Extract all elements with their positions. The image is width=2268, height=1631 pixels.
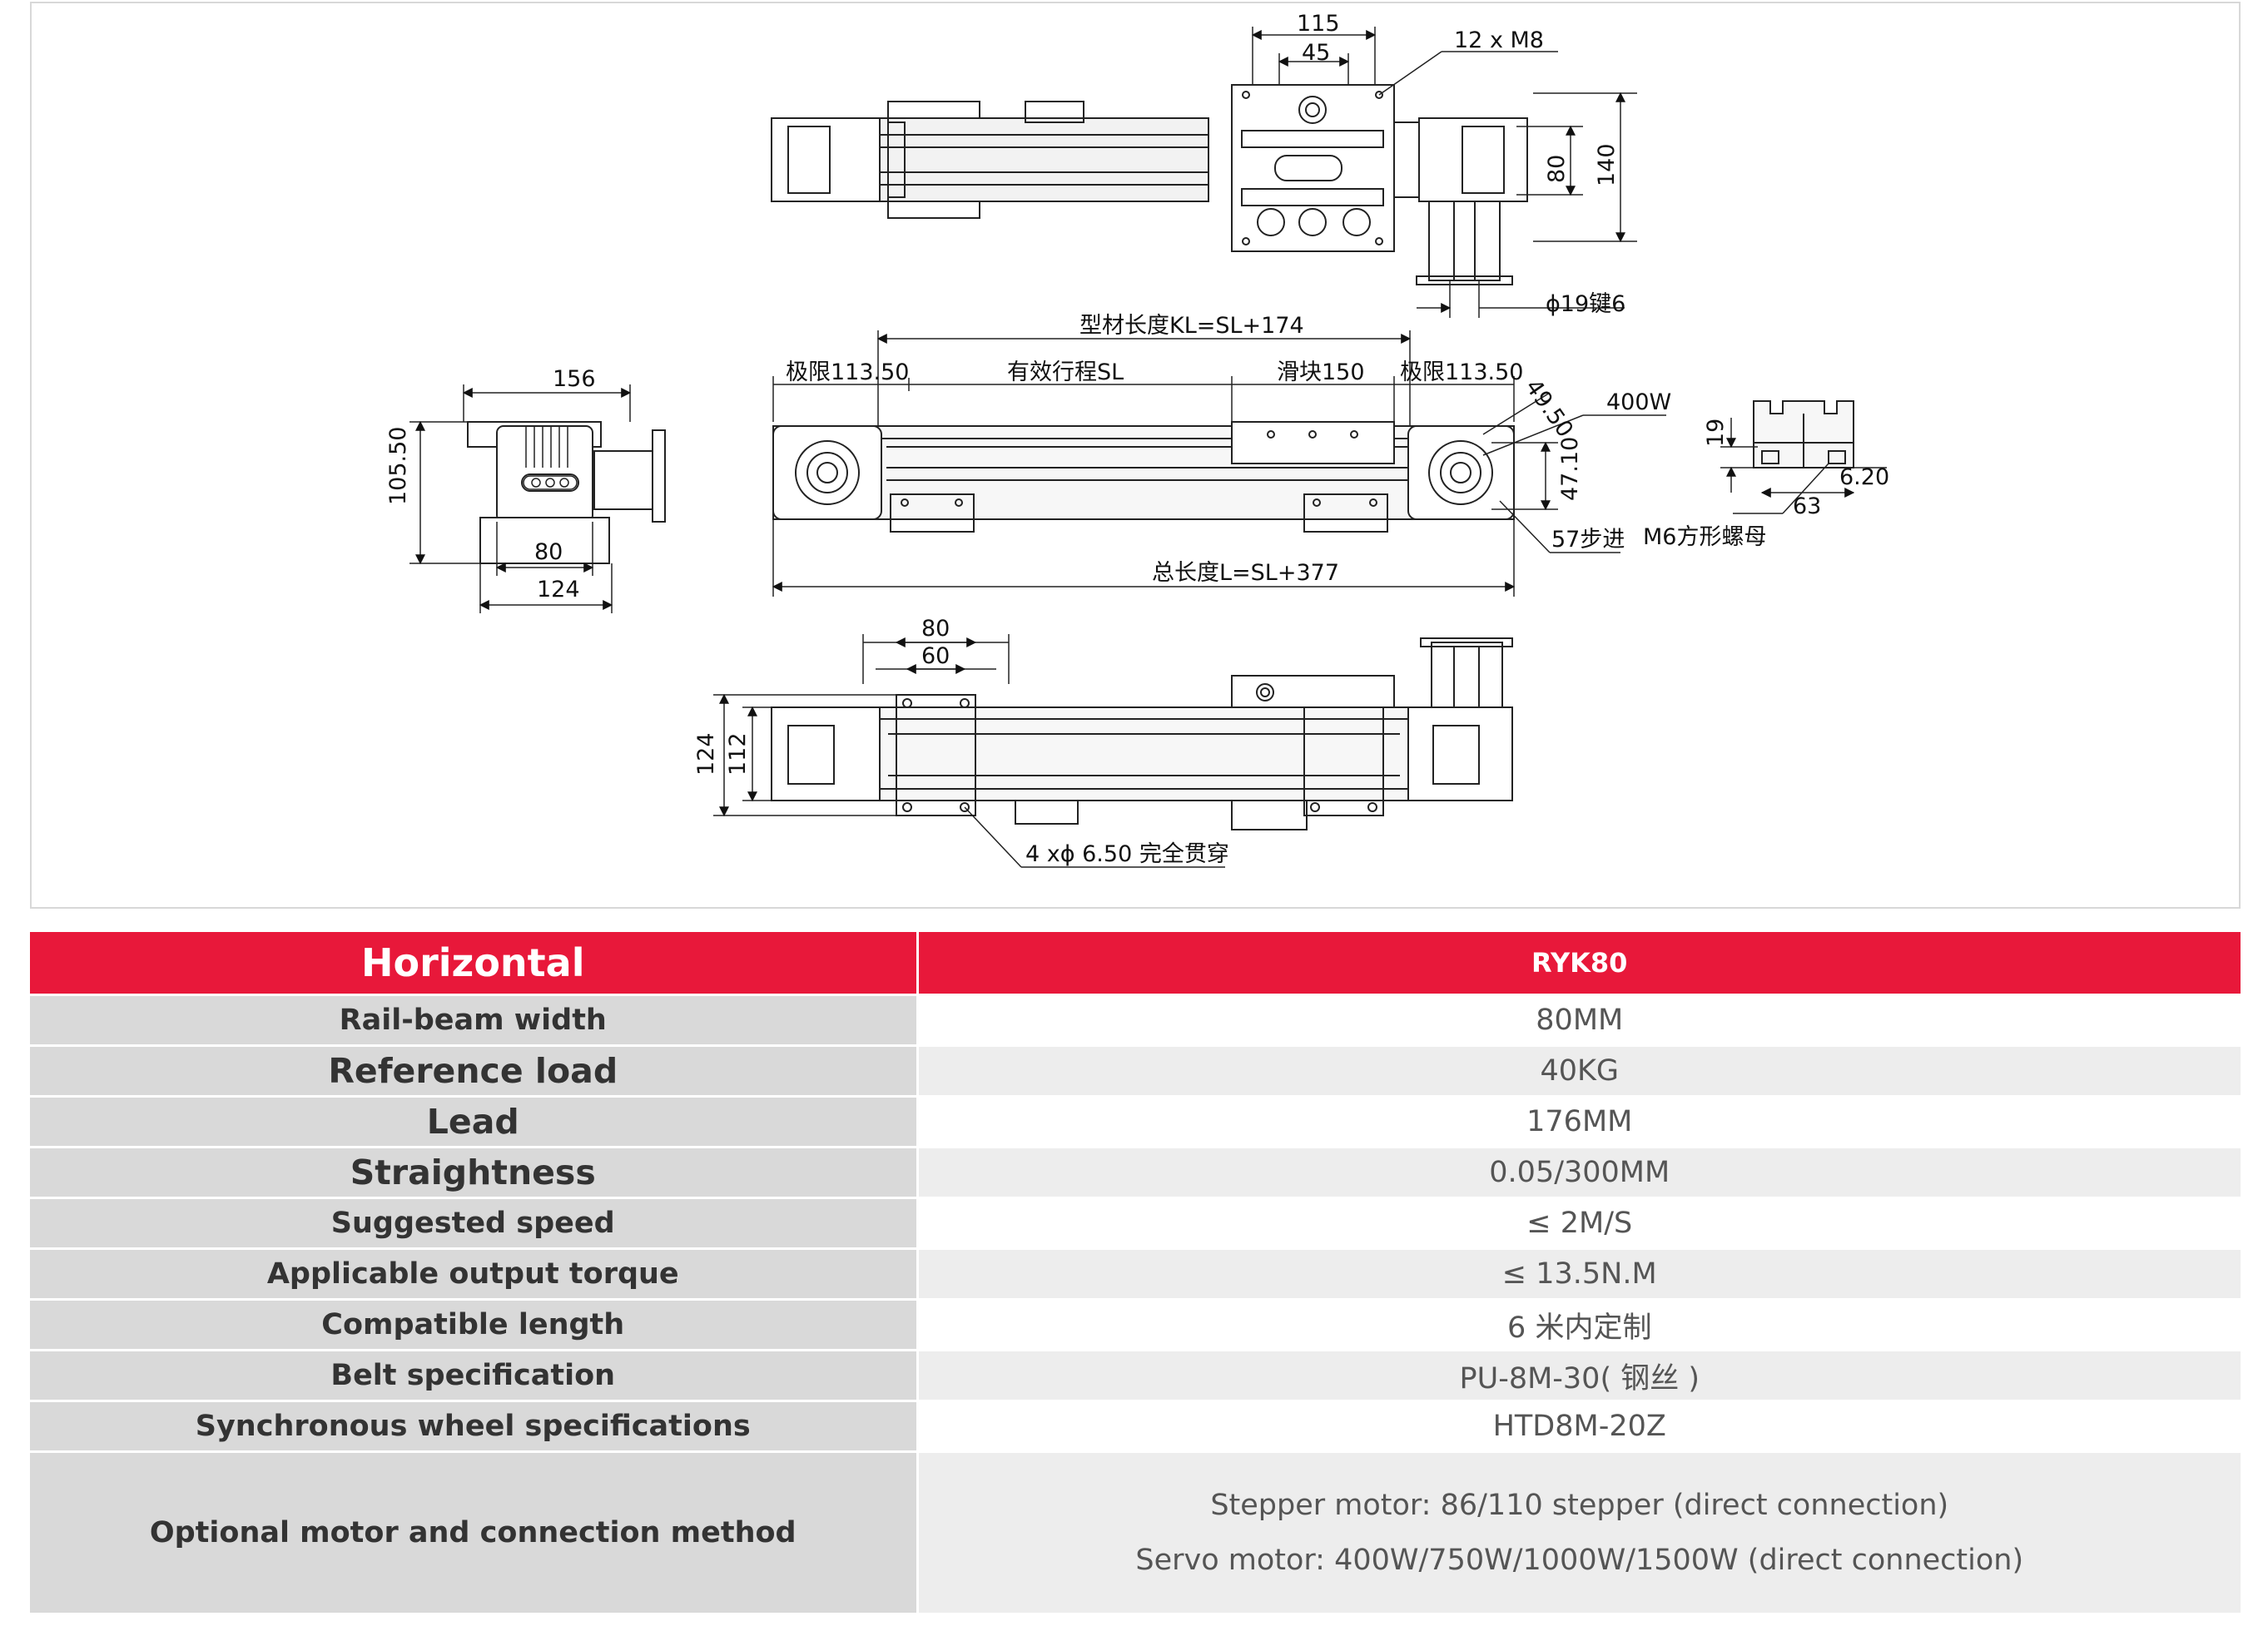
row-label: Suggested speed xyxy=(30,1197,919,1250)
row-label: Compatible length xyxy=(30,1299,919,1351)
table-row: Lead 176MM xyxy=(30,1096,2241,1148)
row-value: 80MM xyxy=(917,994,2241,1047)
table-row: Synchronous wheel specifications HTD8M-2… xyxy=(30,1400,2241,1453)
dim-nut: M6方形螺母 xyxy=(1643,524,1766,550)
dim-top-140: 140 xyxy=(1594,143,1620,186)
dim-end-124: 124 xyxy=(537,577,580,602)
row-value: HTD8M-20Z xyxy=(917,1400,2241,1453)
dim-stroke: 有效行程SL xyxy=(1007,359,1124,385)
table-row: Reference load 40KG xyxy=(30,1045,2241,1098)
profile-section xyxy=(1753,400,1854,468)
row-label: Rail-beam width xyxy=(30,994,919,1047)
row-label: Lead xyxy=(30,1096,919,1148)
ryk-logo xyxy=(523,475,578,490)
dim-limit-left: 极限113.50 xyxy=(786,359,909,385)
header-model: RYK80 xyxy=(917,932,2241,996)
row-value: 0.05/300MM xyxy=(917,1147,2241,1199)
header-horizontal: Horizontal xyxy=(30,932,919,996)
table-row-motor: Optional motor and connection method Ste… xyxy=(30,1451,2241,1615)
motor-servo-line: Servo motor: 400W/750W/1000W/1500W (dire… xyxy=(1135,1544,2024,1577)
dim-slider: 滑块150 xyxy=(1277,359,1365,385)
dim-top-115: 115 xyxy=(1297,11,1340,37)
top-view-dimensions xyxy=(1251,27,1637,318)
dim-limit-right: 极限113.50 xyxy=(1400,359,1523,385)
dim-stepper: 57步进 xyxy=(1551,527,1625,553)
row-value: 6 米内定制 xyxy=(917,1299,2241,1351)
end-view-dimensions xyxy=(409,384,632,613)
bottom-view xyxy=(771,637,1513,830)
technical-drawing: 115 45 12 x M8 80 140 ϕ19键6 型材长度KL=SL+17… xyxy=(30,2,2241,909)
row-label: Applicable output torque xyxy=(30,1248,919,1301)
motor-value: Stepper motor: 86/110 stepper (direct co… xyxy=(917,1451,2241,1615)
bottom-view-dimensions xyxy=(713,634,1225,868)
dim-top-shaft: ϕ19键6 xyxy=(1546,291,1625,317)
motor-stepper-line: Stepper motor: 86/110 stepper (direct co… xyxy=(1210,1489,1949,1522)
dim-prof-63: 63 xyxy=(1793,493,1821,519)
row-label: Belt specification xyxy=(30,1350,919,1402)
dim-top-45: 45 xyxy=(1302,40,1330,66)
dim-bot-124: 124 xyxy=(693,732,719,776)
spec-table: Horizontal RYK80 Rail-beam width 80MM Re… xyxy=(30,932,2241,1615)
drawing-svg: 115 45 12 x M8 80 140 ϕ19键6 型材长度KL=SL+17… xyxy=(385,11,1889,868)
dim-top-80: 80 xyxy=(1544,155,1570,183)
dim-prof-620: 6.20 xyxy=(1839,464,1889,490)
row-label: Straightness xyxy=(30,1147,919,1199)
dim-end-156: 156 xyxy=(553,366,596,392)
dim-end-80: 80 xyxy=(534,539,563,565)
row-label: Reference load xyxy=(30,1045,919,1098)
table-row: Belt specification PU-8M-30( 钢丝 ) xyxy=(30,1350,2241,1402)
dim-49: 49.50 xyxy=(1520,374,1578,442)
end-view xyxy=(467,421,666,564)
table-header: Horizontal RYK80 xyxy=(30,932,2241,996)
row-label: Synchronous wheel specifications xyxy=(30,1400,919,1453)
profile-dimensions xyxy=(1720,418,1887,514)
front-view xyxy=(772,421,1515,533)
row-value: 40KG xyxy=(917,1045,2241,1098)
dim-kl: 型材长度KL=SL+174 xyxy=(1079,313,1304,339)
dim-47: 47.10 xyxy=(1557,437,1583,501)
dim-prof-19: 19 xyxy=(1703,419,1729,447)
top-view xyxy=(771,84,1528,285)
dim-total: 总长度L=SL+377 xyxy=(1152,560,1339,586)
front-view-dimensions xyxy=(772,330,1666,597)
table-row: Applicable output torque ≤ 13.5N.M xyxy=(30,1248,2241,1301)
table-row: Suggested speed ≤ 2M/S xyxy=(30,1197,2241,1250)
row-value: PU-8M-30( 钢丝 ) xyxy=(917,1350,2241,1402)
row-value: ≤ 2M/S xyxy=(917,1197,2241,1250)
motor-label: Optional motor and connection method xyxy=(30,1451,919,1615)
dim-top-m8: 12 x M8 xyxy=(1454,27,1544,53)
dim-400w: 400W xyxy=(1606,389,1671,415)
table-row: Compatible length 6 米内定制 xyxy=(30,1299,2241,1351)
dim-bot-holes: 4 xϕ 6.50 完全贯穿 xyxy=(1025,841,1229,867)
row-value: ≤ 13.5N.M xyxy=(917,1248,2241,1301)
dim-end-105: 105.50 xyxy=(385,427,411,505)
table-row: Rail-beam width 80MM xyxy=(30,994,2241,1047)
dim-bot-60: 60 xyxy=(921,643,950,669)
row-value: 176MM xyxy=(917,1096,2241,1148)
dim-bot-80: 80 xyxy=(921,616,950,642)
dim-bot-112: 112 xyxy=(725,732,751,776)
table-row: Straightness 0.05/300MM xyxy=(30,1147,2241,1199)
